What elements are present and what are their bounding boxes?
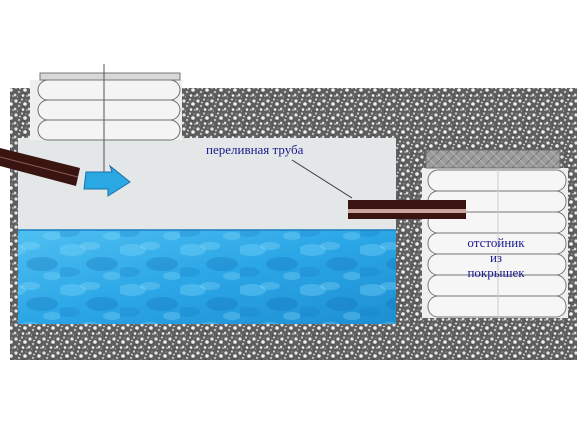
sump-label-line2: из <box>490 250 502 265</box>
sump-tire-stack <box>422 149 568 318</box>
overflow-pipe-label: переливная труба <box>206 142 304 157</box>
left-shaft-lid <box>39 72 181 81</box>
overflow-pipe-leader <box>291 159 353 199</box>
arrow-right-icon <box>83 164 131 197</box>
sump-label-line1: отстойник <box>467 235 525 250</box>
sump-label-line3: покрышек <box>467 265 525 280</box>
water-body <box>18 229 396 324</box>
inlet-pipe <box>0 148 80 186</box>
sump-lid <box>425 149 561 169</box>
left-tire-stack <box>30 64 182 186</box>
overflow-pipe <box>348 200 466 219</box>
